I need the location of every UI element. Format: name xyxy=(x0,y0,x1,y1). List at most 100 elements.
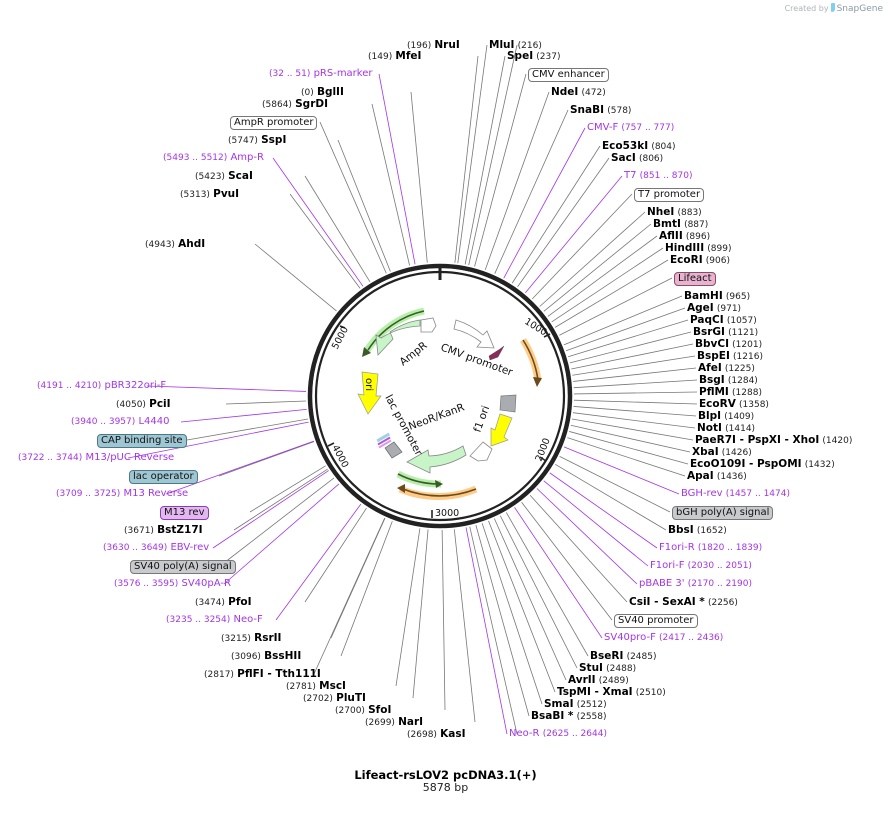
feature-label[interactable]: AmpR promoter xyxy=(230,116,318,130)
primer-label[interactable]: (4191 .. 4210) pBR322ori-F xyxy=(37,380,166,392)
feature-label[interactable]: SV40 promoter xyxy=(614,614,698,628)
enzyme-label[interactable]: SnaBI (578) xyxy=(570,104,631,117)
enzyme-label[interactable]: NotI (1414) xyxy=(697,422,755,435)
feature-label[interactable]: M13 rev xyxy=(160,506,209,520)
enzyme-label[interactable]: CsiI - SexAI * (2256) xyxy=(629,596,738,609)
site-name: KasI xyxy=(440,728,466,740)
site-name: PluTI xyxy=(336,692,366,704)
leader-line xyxy=(555,463,667,531)
feature-label[interactable]: SV40 poly(A) signal xyxy=(130,560,236,574)
primer-label[interactable]: (3235 .. 3254) Neo-F xyxy=(166,614,263,626)
site-name: L4440 xyxy=(138,416,170,427)
feature-name: SV40 poly(A) signal xyxy=(130,560,236,574)
enzyme-label[interactable]: HindIII (899) xyxy=(665,242,732,255)
enzyme-label[interactable]: (4943) AhdI xyxy=(145,238,205,251)
leader-line xyxy=(441,529,446,711)
site-position: (1216) xyxy=(733,352,763,362)
enzyme-label[interactable]: StuI (2488) xyxy=(579,662,636,675)
primer-label[interactable]: BGH-rev (1457 .. 1474) xyxy=(681,488,790,500)
enzyme-label[interactable]: (3474) PfoI xyxy=(195,596,252,609)
feature-label[interactable]: bGH poly(A) signal xyxy=(672,506,774,520)
primer-label[interactable]: F1ori-F (2030 .. 2051) xyxy=(650,560,752,572)
primer-label[interactable]: (5493 .. 5512) Amp-R xyxy=(163,152,264,164)
primer-label[interactable]: (3576 .. 3595) SV40pA-R xyxy=(114,578,231,590)
primer-label[interactable]: (3722 .. 3744) M13/pUC Reverse xyxy=(18,452,174,464)
enzyme-label[interactable]: BamHI (965) xyxy=(684,290,750,303)
enzyme-label[interactable]: AgeI (971) xyxy=(687,302,741,315)
enzyme-label[interactable]: SpeI (237) xyxy=(507,50,561,63)
enzyme-label[interactable]: TspMI - XmaI (2510) xyxy=(557,686,666,699)
enzyme-label[interactable]: SacI (806) xyxy=(611,152,663,165)
enzyme-label[interactable]: BseRI (2485) xyxy=(590,650,657,663)
enzyme-label[interactable]: MluI (216) xyxy=(489,39,542,52)
enzyme-label[interactable]: XbaI (1426) xyxy=(692,446,752,459)
site-name: ApaI xyxy=(687,470,714,482)
primer-label[interactable]: (3940 .. 3957) L4440 xyxy=(71,416,170,428)
enzyme-label[interactable]: PaqCI (1057) xyxy=(690,314,757,327)
primer-label[interactable]: (3630 .. 3649) EBV-rev xyxy=(103,542,209,554)
inner-label-ori: ori xyxy=(363,378,374,391)
enzyme-label[interactable]: (2699) NarI xyxy=(365,716,423,729)
enzyme-label[interactable]: AfeI (1225) xyxy=(698,362,755,375)
enzyme-label[interactable]: (196) NruI xyxy=(407,39,460,52)
site-name: EcoRV xyxy=(699,398,736,410)
enzyme-label[interactable]: (5864) SgrDI xyxy=(262,98,328,111)
feature-label[interactable]: T7 promoter xyxy=(634,188,705,202)
site-name: PaqCI xyxy=(690,314,724,326)
enzyme-label[interactable]: BbsI (1652) xyxy=(668,524,727,537)
enzyme-label[interactable]: BmtI (887) xyxy=(653,218,708,231)
primer-label[interactable]: F1ori-R (1820 .. 1839) xyxy=(659,542,762,554)
enzyme-label[interactable]: BbvCI (1201) xyxy=(695,338,762,351)
enzyme-label[interactable]: (5423) ScaI xyxy=(195,170,253,183)
enzyme-label[interactable]: EcoRV (1358) xyxy=(699,398,769,411)
leader-line xyxy=(569,331,692,364)
enzyme-label[interactable]: (3215) RsrII xyxy=(221,632,281,645)
enzyme-label[interactable]: BsrGI (1121) xyxy=(693,326,758,339)
primer-label[interactable]: CMV-F (757 .. 777) xyxy=(587,122,674,134)
enzyme-label[interactable]: (3096) BssHII xyxy=(231,650,301,663)
leader-line xyxy=(572,355,696,376)
feature-label[interactable]: CMV enhancer xyxy=(528,68,609,82)
primer-label[interactable]: pBABE 3' (2170 .. 2190) xyxy=(639,578,752,590)
enzyme-label[interactable]: NdeI (472) xyxy=(551,86,606,99)
leader-line xyxy=(337,139,391,272)
enzyme-label[interactable]: ApaI (1436) xyxy=(687,470,747,483)
enzyme-label[interactable]: (5747) SspI xyxy=(228,134,286,147)
enzyme-label[interactable]: NheI (883) xyxy=(647,206,702,219)
enzyme-label[interactable]: (0) BglII xyxy=(301,86,344,99)
enzyme-label[interactable]: (2702) PluTI xyxy=(303,692,366,705)
enzyme-label[interactable]: PflMI (1288) xyxy=(699,386,762,399)
primer-label[interactable]: Neo-R (2625 .. 2644) xyxy=(509,728,607,740)
enzyme-label[interactable]: (3671) BstZ17I xyxy=(124,524,203,537)
enzyme-label[interactable]: (2698) KasI xyxy=(407,728,466,741)
enzyme-label[interactable]: EcoRI (906) xyxy=(670,254,730,267)
enzyme-label[interactable]: Eco53kI (804) xyxy=(602,140,676,153)
leader-line xyxy=(378,73,416,265)
enzyme-label[interactable]: AflII (896) xyxy=(659,230,710,243)
enzyme-label[interactable]: (2781) MscI xyxy=(286,680,346,693)
enzyme-label[interactable]: (149) MfeI xyxy=(368,50,421,63)
primer-label[interactable]: (3709 .. 3725) M13 Reverse xyxy=(56,488,188,500)
site-position: (3474) xyxy=(195,598,225,608)
site-name: BbsI xyxy=(668,524,694,536)
enzyme-label[interactable]: BlpI (1409) xyxy=(698,410,754,423)
enzyme-label[interactable]: AvrII (2489) xyxy=(568,674,629,687)
feature-label[interactable]: Lifeact xyxy=(674,272,716,286)
enzyme-label[interactable]: EcoO109I - PspOMI (1432) xyxy=(690,458,835,471)
primer-label[interactable]: T7 (851 .. 870) xyxy=(624,170,693,182)
enzyme-label[interactable]: PaeR7I - PspXI - XhoI (1420) xyxy=(695,434,852,447)
feature-label[interactable]: CAP binding site xyxy=(97,434,187,448)
leader-line xyxy=(517,157,610,287)
enzyme-label[interactable]: (2700) SfoI xyxy=(335,704,391,717)
feature-label[interactable]: lac operator xyxy=(129,470,198,484)
enzyme-label[interactable]: BsaBI * (2558) xyxy=(531,710,607,723)
enzyme-label[interactable]: BspEI (1216) xyxy=(697,350,763,363)
enzyme-label[interactable]: (5313) PvuI xyxy=(180,188,239,201)
primer-label[interactable]: (32 .. 51) pRS-marker xyxy=(269,68,373,80)
primer-label[interactable]: SV40pro-F (2417 .. 2436) xyxy=(604,632,723,644)
enzyme-label[interactable]: (4050) PciI xyxy=(116,398,171,411)
site-position: (3709 .. 3725) xyxy=(56,489,121,499)
enzyme-label[interactable]: BsgI (1284) xyxy=(699,374,758,387)
enzyme-label[interactable]: SmaI (2512) xyxy=(544,698,607,711)
enzyme-label[interactable]: (2817) PflFI - Tth111I xyxy=(204,668,321,681)
